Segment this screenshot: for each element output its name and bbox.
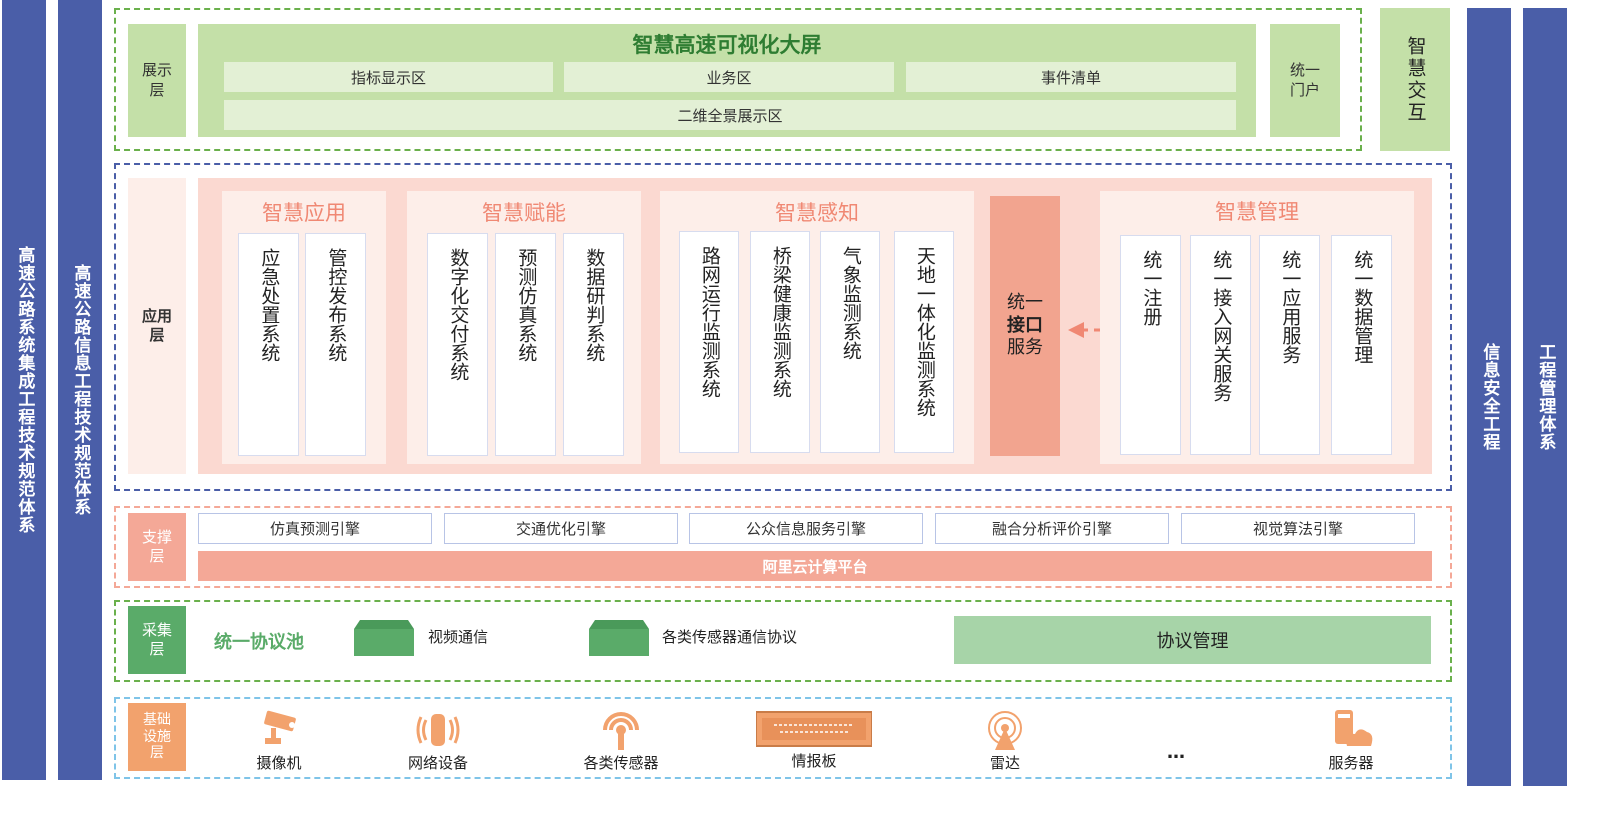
- infra-label: 摄像机: [256, 754, 302, 772]
- infra-label: 情报板: [791, 752, 837, 770]
- collect-layer-label: 采集层: [128, 606, 186, 674]
- group-smart-enable-title: 智慧赋能: [482, 201, 566, 225]
- left-bar-1-label: 高速公路系统集成工程技术规范体系: [14, 246, 35, 534]
- server-icon: [1335, 710, 1373, 746]
- visual-screen-title: 智慧高速可视化大屏: [632, 33, 822, 57]
- protocol-block-icon: [354, 620, 414, 656]
- protocol-management: 协议管理: [954, 616, 1431, 664]
- display-zone-indicators: 指标显示区: [224, 62, 553, 92]
- display-zone-panorama: 二维全景展示区: [224, 100, 1236, 130]
- right-bar-2-label: 工程管理体系: [1535, 343, 1556, 451]
- system-column: 数据研判系统: [563, 233, 624, 456]
- infra-label: …: [1167, 742, 1185, 763]
- engine-fusion-analysis: 融合分析评价引擎: [935, 513, 1169, 544]
- protocol-sensors: 各类传感器通信协议: [662, 628, 798, 646]
- smart-interaction-box: 智慧交互: [1380, 8, 1450, 151]
- interface-line-3: 服务: [1007, 337, 1043, 359]
- right-bar-info-security: 信息安全工程: [1467, 8, 1511, 786]
- system-column: 预测仿真系统: [495, 233, 556, 456]
- support-layer-frame: [114, 506, 1452, 588]
- infra-label: 网络设备: [407, 754, 468, 772]
- engine-traffic-optimization: 交通优化引擎: [444, 513, 678, 544]
- system-column: 应急处置系统: [238, 233, 299, 456]
- smart-interaction-label: 智慧交互: [1404, 35, 1427, 124]
- app-layer-frame: [114, 163, 1452, 491]
- system-column: 统一数据管理: [1331, 235, 1392, 455]
- infra-radar: 雷达: [970, 708, 1040, 773]
- infra-server: 服务器: [1316, 708, 1386, 773]
- display-layer-frame: [114, 8, 1362, 151]
- right-bar-1-label: 信息安全工程: [1479, 343, 1500, 451]
- system-column: 管控发布系统: [305, 233, 366, 456]
- infra-more: …: [1146, 742, 1206, 763]
- system-column: 统一应用服务: [1259, 235, 1320, 455]
- left-bar-integration-standard: 高速公路系统集成工程技术规范体系: [2, 0, 46, 780]
- interface-line-2: 接口: [1007, 314, 1043, 336]
- infra-camera: 摄像机: [244, 708, 314, 773]
- info-board-icon: [756, 711, 872, 747]
- group-smart-perception-title: 智慧感知: [775, 201, 859, 225]
- infra-sensor: 各类传感器: [574, 708, 668, 773]
- display-zone-business: 业务区: [564, 62, 894, 92]
- unified-portal: 统一门户: [1270, 24, 1340, 137]
- system-column: 气象监测系统: [820, 231, 880, 453]
- aliyun-platform: 阿里云计算平台: [198, 551, 1432, 581]
- group-smart-app-title: 智慧应用: [262, 201, 346, 225]
- system-column: 统一注册: [1120, 235, 1181, 455]
- protocol-video: 视频通信: [428, 628, 489, 646]
- infra-info-board: 情报板: [754, 710, 874, 771]
- network-device-icon: [416, 714, 460, 746]
- display-layer-label: 展示层: [128, 24, 186, 137]
- infra-label: 雷达: [989, 754, 1020, 772]
- support-layer-label: 支撑层: [128, 513, 186, 581]
- engine-public-info: 公众信息服务引擎: [689, 513, 923, 544]
- infra-layer-frame: [114, 697, 1452, 779]
- infra-layer-label: 基础设施层: [128, 703, 186, 771]
- collect-layer-frame: [114, 600, 1452, 682]
- protocol-pool-label: 统一协议池: [214, 632, 304, 653]
- infra-label: 服务器: [1328, 754, 1374, 772]
- system-column: 天地一体化监测系统: [894, 231, 954, 453]
- infra-network: 网络设备: [403, 708, 473, 773]
- system-column: 统一接入网关服务: [1190, 235, 1251, 455]
- interface-line-1: 统一: [1007, 292, 1043, 314]
- system-column: 数字化交付系统: [427, 233, 488, 456]
- system-column: 桥梁健康监测系统: [750, 231, 810, 453]
- right-bar-engineering-mgmt: 工程管理体系: [1523, 8, 1567, 786]
- camera-icon: [264, 710, 296, 744]
- display-zone-events: 事件清单: [906, 62, 1236, 92]
- left-bar-2-label: 高速公路信息工程技术规范体系: [70, 264, 91, 516]
- unified-interface-service: 统一 接口 服务: [990, 196, 1060, 456]
- left-bar-information-standard: 高速公路信息工程技术规范体系: [58, 0, 102, 780]
- radar-icon: [988, 711, 1022, 750]
- sensor-icon: [603, 712, 639, 750]
- group-smart-management-title: 智慧管理: [1215, 200, 1299, 224]
- protocol-block-icon: [589, 620, 649, 656]
- engine-visual-algorithm: 视觉算法引擎: [1181, 513, 1415, 544]
- app-layer-label: 应用层: [128, 178, 186, 474]
- system-column: 路网运行监测系统: [679, 231, 739, 453]
- engine-simulation: 仿真预测引擎: [198, 513, 432, 544]
- infra-label: 各类传感器: [583, 754, 659, 772]
